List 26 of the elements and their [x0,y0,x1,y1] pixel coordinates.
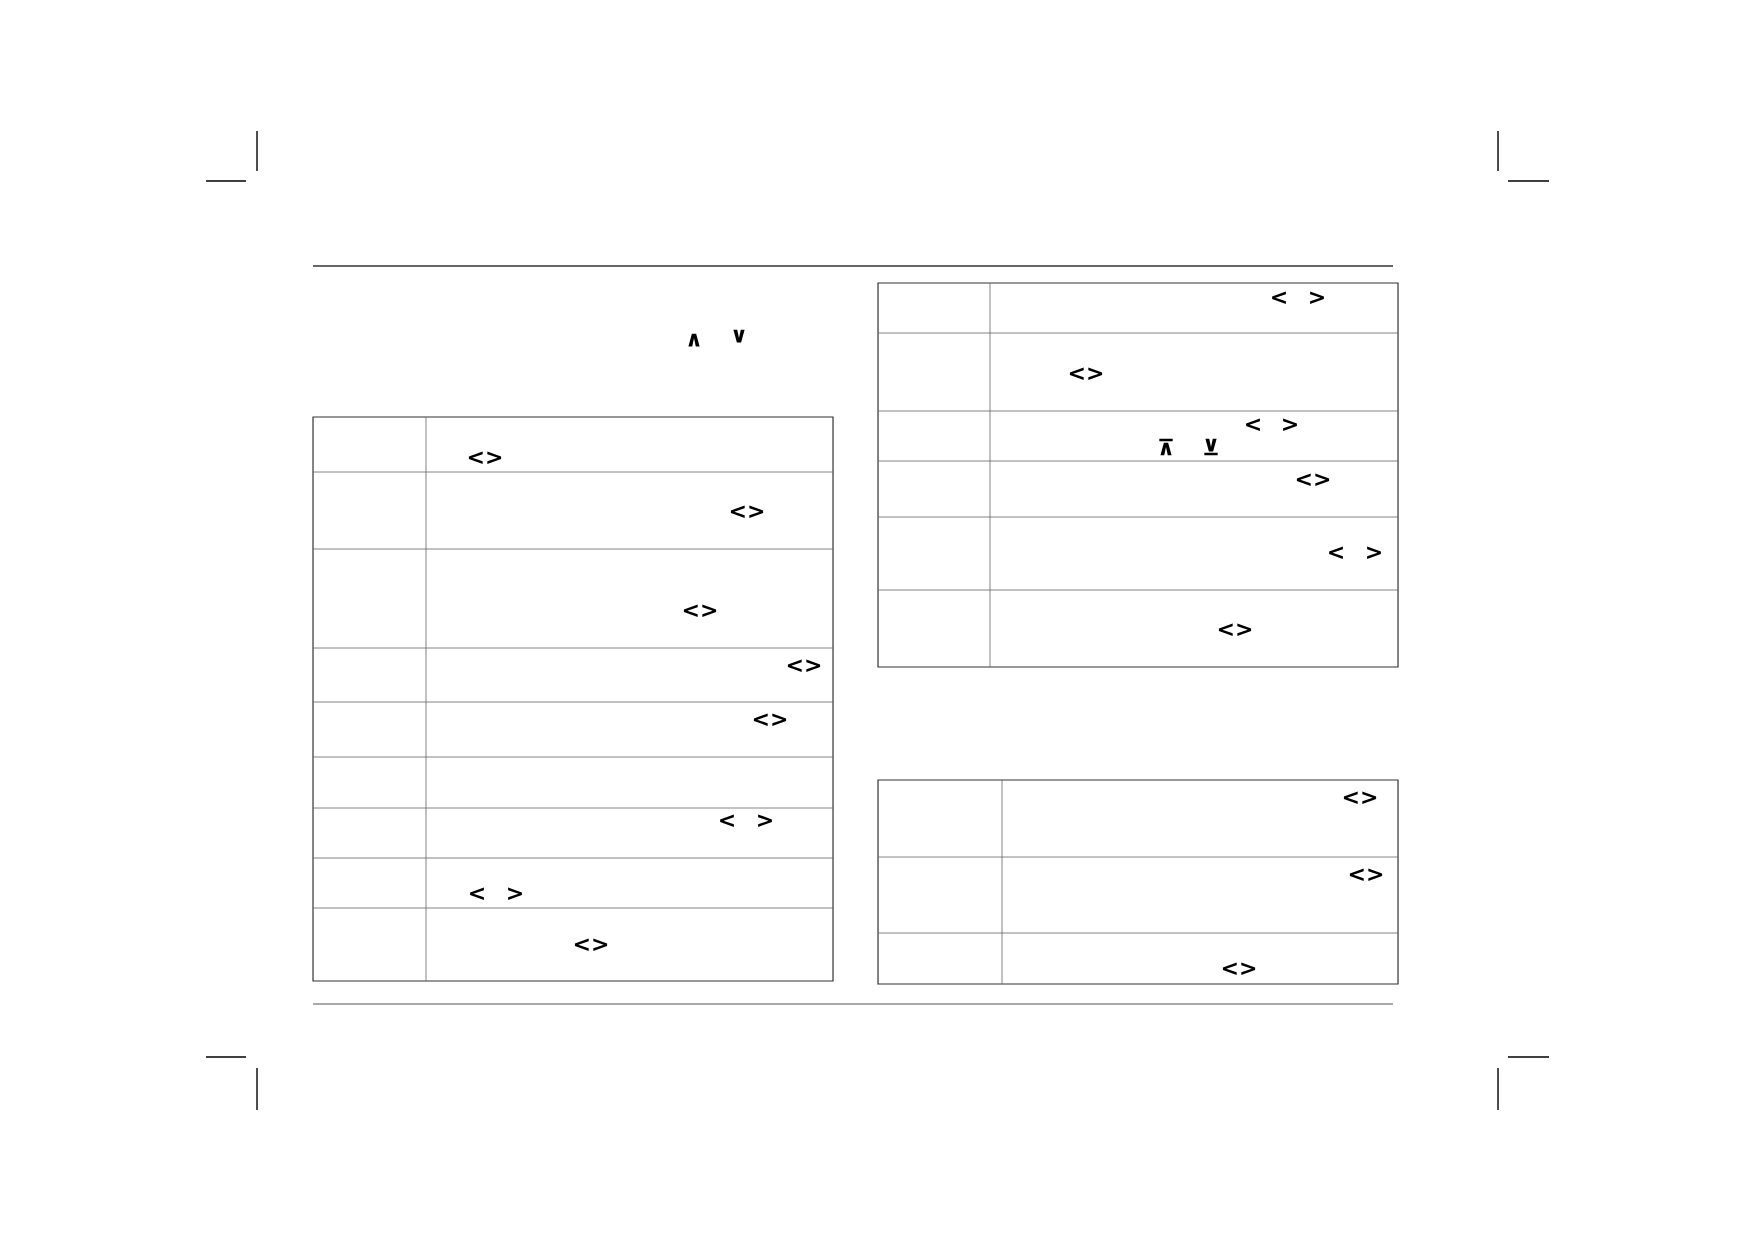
button-symbol: > [1283,418,1297,431]
button-symbol: <> [683,604,717,617]
button-symbol: <> [1222,962,1256,975]
button-symbol: < [1329,546,1343,559]
button-symbol: <> [1218,623,1252,636]
button-symbol: <> [574,938,608,951]
button-symbol: <> [1349,868,1383,881]
button-symbol: ⊻ [1204,438,1218,456]
button-symbol: > [1310,291,1324,304]
button-symbol: < [1246,418,1260,431]
button-symbol: <> [753,713,787,726]
button-symbol: ∧ [688,333,700,347]
button-symbol: <> [1343,791,1377,804]
button-symbol: < [720,814,734,827]
button-symbol: ∨ [733,329,745,343]
button-symbol: <> [1296,473,1330,486]
button-symbol: <> [468,451,502,464]
button-symbol: ⊼ [1159,438,1173,456]
button-symbol: <> [1069,367,1103,380]
button-symbol: <> [787,659,821,672]
button-symbol: > [508,887,522,900]
button-symbol: > [1367,546,1381,559]
button-symbol: < [470,887,484,900]
button-symbol: < [1272,291,1286,304]
button-symbol: > [758,814,772,827]
button-symbol: <> [730,505,764,518]
